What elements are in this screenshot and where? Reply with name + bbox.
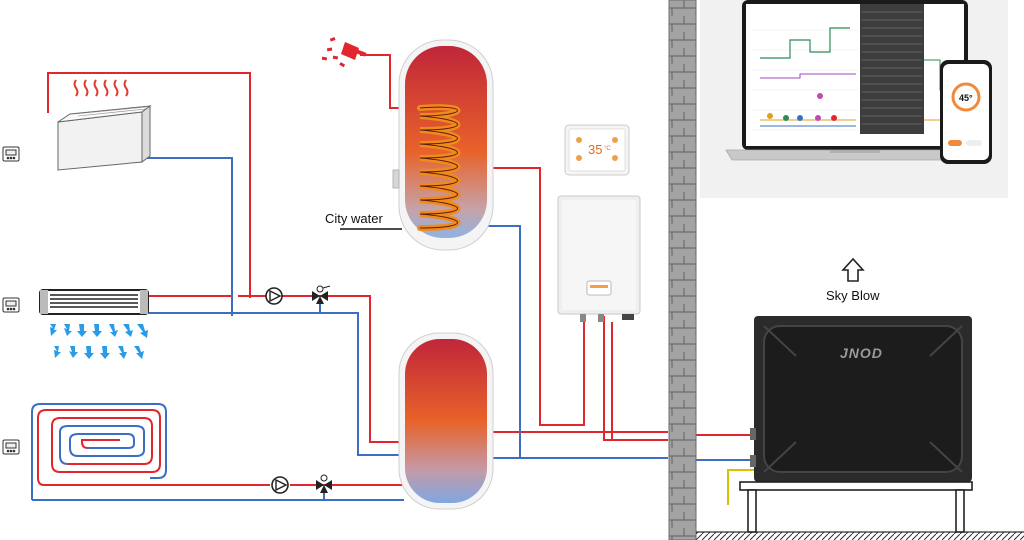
airflow-up-arrow-icon — [841, 257, 865, 282]
heat-waves-icon — [73, 79, 129, 97]
laptop-monitoring-app — [700, 0, 1008, 198]
return-water-pipes — [32, 157, 756, 501]
controller-temp: 35 — [588, 142, 602, 157]
radiator-unit — [39, 289, 149, 315]
floor-heating-loop — [31, 403, 167, 500]
heat-pump-outdoor-unit — [750, 316, 972, 482]
hydronic-module — [557, 195, 641, 322]
brand-logo: JNOD — [840, 345, 883, 361]
heating-coil-edge — [419, 106, 458, 229]
phone-temp: 45° — [959, 93, 973, 103]
buffer-tank — [398, 332, 494, 510]
mixing-valve-lower — [316, 474, 332, 500]
exterior-wall — [668, 0, 697, 540]
wired-controller — [564, 124, 630, 176]
unit-stand — [739, 481, 973, 533]
hot-water-pipes — [47, 54, 756, 486]
shower-head-icon — [321, 37, 367, 68]
thermostat-radiator — [2, 297, 20, 313]
ground — [696, 532, 1024, 540]
cool-air-arrows-icon — [50, 324, 148, 359]
city-water-label: City water — [325, 211, 383, 226]
circulation-pump-upper — [265, 287, 283, 305]
sky-blow-label: Sky Blow — [826, 288, 880, 303]
circulation-pump-lower — [271, 476, 289, 494]
thermostat-floor — [2, 439, 20, 455]
smartphone-app — [940, 60, 992, 164]
mixing-valve-upper — [312, 285, 331, 313]
fan-coil-unit — [57, 105, 152, 171]
controller-unit: °C — [604, 146, 611, 152]
sensor-wire — [727, 469, 756, 505]
thermostat-fan-coil — [2, 146, 20, 162]
